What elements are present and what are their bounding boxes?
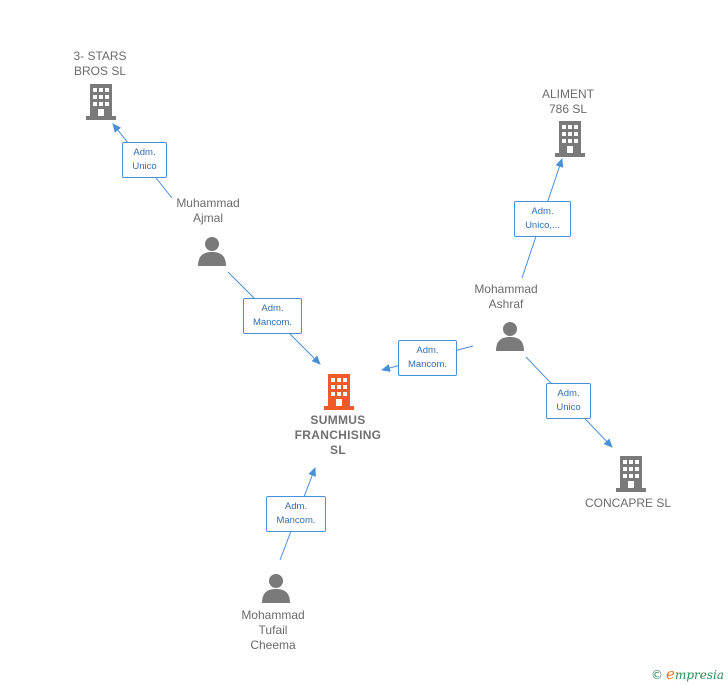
company-label-3-stars-bros: 3- STARS BROS SL <box>73 49 127 78</box>
relation-box-ashraf-aliment[interactable]: Adm. Unico,... <box>514 201 571 237</box>
person-label-muhammad-ajmal: Muhammad Ajmal <box>176 196 240 225</box>
company-label-concapre: CONCAPRE SL <box>584 496 672 510</box>
copyright-symbol: © <box>651 668 664 682</box>
relation-box-tufail-summus[interactable]: Adm. Mancom. <box>266 496 326 532</box>
relation-box-ajmal-stars[interactable]: Adm. Unico <box>122 142 167 178</box>
main-company-label-summus-franchising: SUMMUS FRANCHISING SL <box>294 413 382 457</box>
person-icon[interactable] <box>197 236 227 266</box>
company-label-aliment-786: ALIMENT 786 SL <box>541 87 594 116</box>
person-icon[interactable] <box>261 573 291 603</box>
relation-box-ashraf-concapre[interactable]: Adm. Unico <box>546 383 591 419</box>
brand-name: mpresia <box>674 668 724 682</box>
empresia-logo[interactable]: ©empresia <box>651 665 724 683</box>
relation-box-ajmal-summus[interactable]: Adm. Mancom. <box>243 298 302 334</box>
person-icon[interactable] <box>495 321 525 351</box>
brand-e-letter: e <box>666 665 675 683</box>
building-icon[interactable] <box>86 84 116 120</box>
main-company-building-icon[interactable] <box>324 374 354 410</box>
building-icon[interactable] <box>555 121 585 157</box>
person-label-mohammad-tufail-cheema: Mohammad Tufail Cheema <box>241 608 305 652</box>
person-label-mohammad-ashraf: Mohammad Ashraf <box>474 282 538 311</box>
building-icon[interactable] <box>616 456 646 492</box>
relation-box-ashraf-summus[interactable]: Adm. Mancom. <box>398 340 457 376</box>
